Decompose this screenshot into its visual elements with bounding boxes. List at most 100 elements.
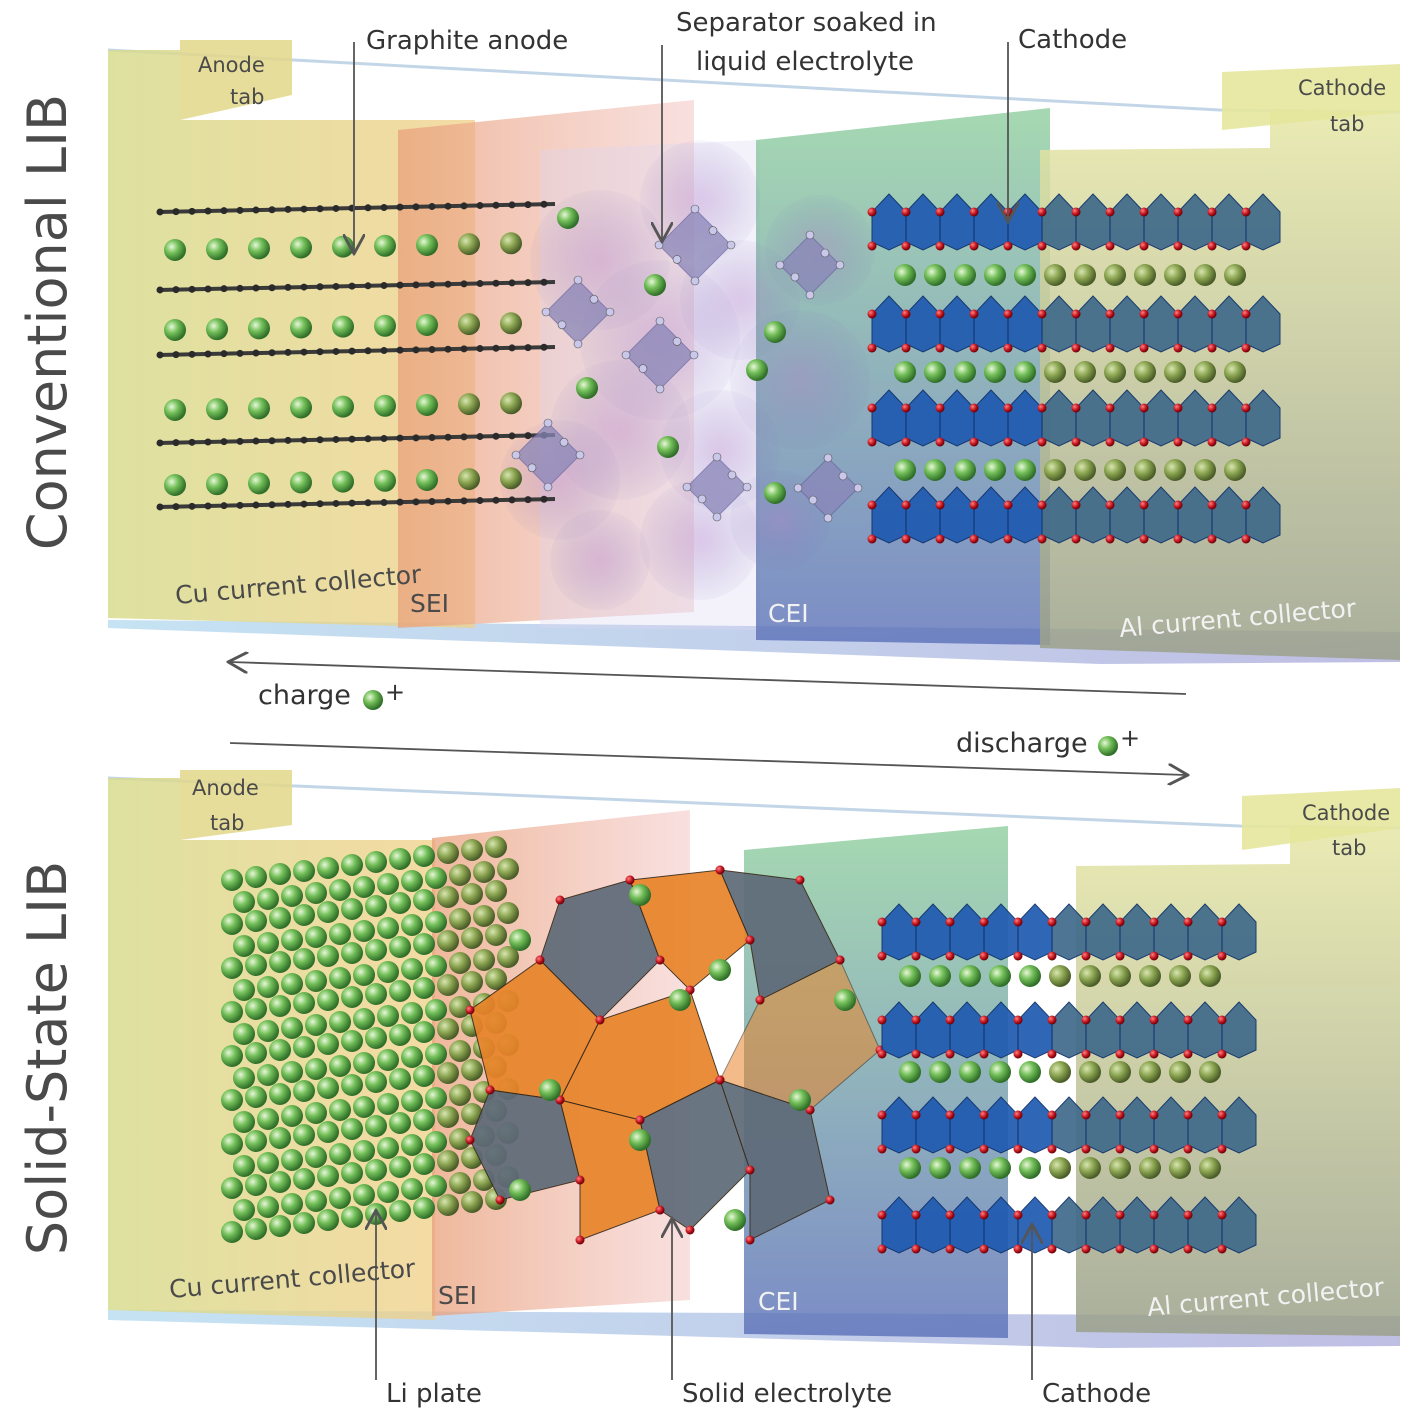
carbon-atom <box>476 202 484 210</box>
oxygen-atom <box>1217 1144 1227 1154</box>
oxygen-atom <box>979 1244 989 1254</box>
li-atom <box>401 1002 423 1024</box>
li-ion <box>1019 965 1041 987</box>
li-atom <box>353 1052 375 1074</box>
li-atom <box>281 1017 303 1039</box>
carbon-atom <box>364 204 372 212</box>
li-atom <box>329 1011 351 1033</box>
oxygen-atom <box>1207 241 1217 251</box>
li-atom <box>245 910 267 932</box>
li-atom <box>233 979 255 1001</box>
top-sei-label: SEI <box>410 589 449 618</box>
li-ion <box>959 1157 981 1179</box>
li-atom <box>401 1046 423 1068</box>
carbon-atom <box>284 436 292 444</box>
oxygen-atom <box>755 995 765 1005</box>
oxygen-atom <box>1115 1144 1125 1154</box>
li-ion <box>924 264 946 286</box>
oxygen-atom <box>1183 1244 1193 1254</box>
oxygen-atom <box>911 1144 921 1154</box>
li-atom <box>449 1172 471 1194</box>
carbon-atom <box>268 501 276 509</box>
fluorine-atom <box>823 513 833 523</box>
oxygen-atom <box>1047 1210 1057 1220</box>
fluorine-atom <box>621 350 631 360</box>
li-ion <box>1049 1157 1071 1179</box>
li-atom <box>437 1018 459 1040</box>
li-atom <box>449 1040 471 1062</box>
oxygen-atom <box>1003 309 1013 319</box>
li-ion <box>709 959 731 981</box>
carbon-atom <box>364 347 372 355</box>
top-anode-tab-label-2: tab <box>230 85 264 109</box>
li-ion <box>1109 965 1131 987</box>
oxygen-atom <box>867 437 877 447</box>
carbon-atom <box>188 350 196 358</box>
carbon-atom <box>460 202 468 210</box>
li-atom <box>401 870 423 892</box>
oxygen-atom <box>1217 1015 1227 1025</box>
li-ion <box>1194 459 1216 481</box>
li-atom <box>329 923 351 945</box>
li-atom <box>293 1168 315 1190</box>
li-atom <box>401 1178 423 1200</box>
carbon-atom <box>396 203 404 211</box>
li-atom <box>365 895 387 917</box>
oxygen-atom <box>945 1110 955 1120</box>
bottom-anode-tab-label-1: Anode <box>192 776 259 800</box>
carbon-atom <box>428 346 436 354</box>
li-ion <box>834 989 856 1011</box>
fluorine-atom <box>823 453 833 463</box>
carbon-atom <box>508 496 516 504</box>
li-atom <box>413 889 435 911</box>
li-ion <box>924 459 946 481</box>
electrolyte-anions <box>511 204 863 523</box>
li-atom <box>461 971 483 993</box>
oxygen-atom <box>911 1110 921 1120</box>
oxygen-atom <box>877 1244 887 1254</box>
solvated-li-ion <box>746 359 768 381</box>
li-ion <box>1074 459 1096 481</box>
transition-metal-octahedron <box>1017 1001 1053 1059</box>
li-atom <box>449 908 471 930</box>
li-atom <box>233 1155 255 1177</box>
carbon-atom <box>412 281 420 289</box>
li-atom <box>221 1221 243 1243</box>
carbon-atom <box>284 205 292 213</box>
li-ion <box>248 397 270 420</box>
carbon-atom <box>524 496 532 504</box>
li-atom <box>245 1218 267 1240</box>
oxygen-atom <box>1217 1210 1227 1220</box>
fluorine-atom <box>527 463 537 473</box>
fluorine-atom <box>775 260 785 270</box>
li-atom <box>305 970 327 992</box>
carbon-atom <box>364 282 372 290</box>
li-atom <box>341 1074 363 1096</box>
carbon-atom <box>332 499 340 507</box>
li-ion <box>290 396 312 419</box>
discharge-ion-sign: + <box>1120 724 1140 752</box>
li-atom <box>281 885 303 907</box>
li-ion <box>290 471 312 494</box>
oxygen-atom <box>1013 1144 1023 1154</box>
oxygen-atom <box>1013 917 1023 927</box>
oxygen-atom <box>635 1115 645 1125</box>
li-ion <box>1139 1157 1161 1179</box>
fluorine-atom <box>708 226 718 235</box>
li-ion <box>1164 459 1186 481</box>
oxygen-atom <box>1173 403 1183 413</box>
charge-discharge-arrows: charge + discharge + <box>230 662 1186 775</box>
carbon-atom <box>508 201 516 209</box>
li-ion <box>954 459 976 481</box>
oxygen-atom <box>1071 241 1081 251</box>
li-atom <box>341 898 363 920</box>
li-ion <box>1224 264 1246 286</box>
oxygen-atom <box>1241 500 1251 510</box>
oxygen-atom <box>835 955 845 965</box>
li-ion <box>332 395 354 418</box>
li-atom <box>377 1093 399 1115</box>
discharge-label: discharge <box>956 728 1088 759</box>
carbon-atom <box>380 498 388 506</box>
oxygen-atom <box>1047 1144 1057 1154</box>
